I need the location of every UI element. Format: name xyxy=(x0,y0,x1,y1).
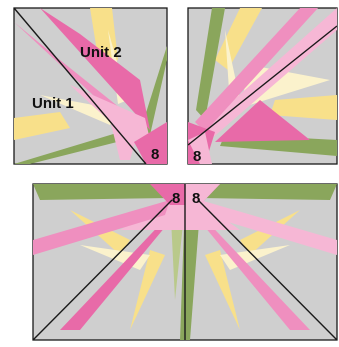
star-point xyxy=(130,250,165,330)
center-patch xyxy=(185,184,220,205)
star-point xyxy=(14,112,70,140)
star-point xyxy=(195,8,318,132)
diagonal-seam xyxy=(32,199,173,341)
star-point xyxy=(33,200,170,255)
star-point xyxy=(14,132,125,164)
unit1-label: Unit 1 xyxy=(32,95,74,112)
center-patch xyxy=(134,122,167,164)
star-point xyxy=(33,184,170,200)
piece-number: 8 xyxy=(193,148,201,165)
diagonal-seam xyxy=(197,199,338,341)
diagonal-seam xyxy=(13,7,147,165)
piece-number: 8 xyxy=(172,190,180,207)
star-point xyxy=(140,46,167,135)
block-top-left: Unit 2 Unit 1 8 xyxy=(13,7,168,165)
star-point xyxy=(40,8,150,130)
piece-number: 8 xyxy=(192,190,200,207)
star-point xyxy=(40,95,120,125)
star-point xyxy=(60,198,185,330)
star-point xyxy=(215,100,310,142)
star-point xyxy=(200,200,337,255)
unit2-label: Unit 2 xyxy=(80,44,122,61)
piece-number: 8 xyxy=(151,146,159,163)
star-point xyxy=(205,250,240,330)
star-point xyxy=(90,8,118,70)
block-bottom: 8 8 xyxy=(32,183,338,341)
block-top-right: 8 xyxy=(187,7,338,165)
star-point xyxy=(185,198,310,330)
star-point xyxy=(200,184,337,200)
star-point xyxy=(200,8,337,140)
star-point xyxy=(270,95,337,120)
diagonal-seam xyxy=(187,25,338,146)
star-point xyxy=(196,8,225,120)
